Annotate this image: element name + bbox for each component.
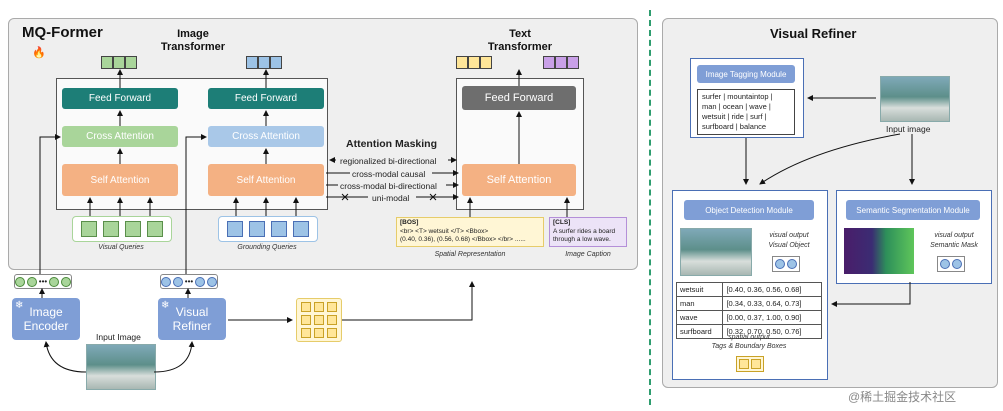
mq-former-title: MQ-Former: [22, 24, 103, 41]
visual-output-label-2: visual output: [934, 232, 974, 239]
masking-row-1: regionalized bi-directional: [340, 156, 437, 166]
image-caption-box: [CLS] A surfer rides a board through a l…: [549, 217, 627, 247]
blue-output-tokens: [246, 56, 282, 69]
masking-row-3: cross-modal bi-directional: [340, 181, 437, 191]
visual-refiner-title: Visual Refiner: [770, 26, 857, 41]
image-encoder-label: Image Encoder: [23, 305, 69, 333]
bbox-value: [0.32, 0.70, 0.50, 0.76]: [722, 324, 822, 339]
spatial-representation-box: [BOS] <br> <T> wetsuit </T> <Bbox> (0.40…: [396, 217, 544, 247]
tag-line-2: man | ocean | wave |: [702, 102, 771, 111]
self-attention-block-right: Self Attention: [208, 164, 324, 196]
bbox-table: wetsuit[0.40, 0.36, 0.56, 0.68] man[0.34…: [675, 282, 822, 339]
semantic-mask-tokens: [937, 256, 965, 272]
cls-line-1: [CLS]: [553, 219, 571, 226]
visual-queries-label: Visual Queries: [98, 244, 144, 251]
fire-icon: 🔥: [32, 47, 46, 59]
masking-row-4: uni-modal: [372, 193, 410, 203]
snowflake-icon: ❄: [15, 300, 24, 311]
divider-line: [649, 10, 651, 405]
feed-forward-block-right: Feed Forward: [208, 88, 324, 109]
watermark: @稀土掘金技术社区: [848, 390, 957, 404]
visual-refiner-label: Visual Refiner: [172, 305, 212, 333]
cls-line-2: A surfer rides a board: [553, 227, 616, 235]
green-output-tokens: [101, 56, 137, 69]
input-image-label: Input Image: [96, 332, 141, 342]
text-transformer-title: Text Transformer: [487, 28, 553, 53]
cross-attention-block-right: Cross Attention: [208, 126, 324, 147]
snowflake-icon: ❄: [161, 300, 170, 311]
spatial-line-3: (0.40, 0.36), (0.56, 0.68) </Bbox> </br>…: [400, 236, 526, 243]
masking-row-2: cross-modal causal: [352, 169, 426, 179]
feed-forward-block-text: Feed Forward: [462, 86, 576, 110]
visual-object-label: Visual Object: [768, 242, 810, 249]
segmentation-module-label: Semantic Segmentation Module: [846, 200, 980, 220]
refiner-input-image: [880, 76, 950, 122]
self-attention-block-left: Self Attention: [62, 164, 178, 196]
detection-image: [680, 228, 752, 276]
bbox-label: surfboard: [675, 324, 724, 339]
spatial-output-tokens: [736, 356, 764, 372]
tagging-module-label: Image Tagging Module: [697, 65, 795, 83]
tag-line-4: surfboard | balance: [702, 122, 767, 131]
semantic-mask-label: Semantic Mask: [930, 242, 978, 249]
semantic-mask-image: [844, 228, 914, 274]
table-row: surfboard[0.32, 0.70, 0.50, 0.76]: [675, 324, 822, 339]
spatial-representation-label: Spatial Representation: [434, 251, 506, 258]
image-transformer-title: Image Transformer: [160, 28, 226, 53]
yellow-token-grid: [296, 298, 342, 342]
cls-line-3: through a low wave.: [553, 236, 611, 243]
detection-module-label: Object Detection Module: [684, 200, 814, 220]
purple-output-tokens: [543, 56, 579, 69]
visual-refiner-box: ❄ Visual Refiner: [158, 298, 226, 340]
feed-forward-block-left: Feed Forward: [62, 88, 178, 109]
image-caption-label: Image Caption: [565, 251, 611, 258]
table-row: man[0.34, 0.33, 0.64, 0.73]: [675, 296, 822, 311]
spatial-line-1: [BOS]: [400, 219, 419, 226]
spatial-output-label: spatial output: [728, 334, 770, 341]
input-image-thumbnail: [86, 344, 156, 390]
self-attention-block-text: Self Attention: [462, 164, 576, 196]
visual-output-label-1: visual output: [769, 232, 809, 239]
tag-line-1: surfer | mountaintop |: [702, 92, 773, 101]
attention-masking-title: Attention Masking: [346, 138, 437, 150]
visual-queries-box: [72, 216, 172, 242]
grounding-queries-label: Grounding Queries: [237, 244, 297, 251]
spatial-line-2: <br> <T> wetsuit </T> <Bbox>: [400, 227, 489, 235]
tag-list: surfer | mountaintop | man | ocean | wav…: [697, 89, 795, 135]
tag-line-3: wetsuit | ride | surf |: [702, 112, 767, 121]
grounding-queries-box: [218, 216, 318, 242]
encoder-token-strip: •••: [14, 274, 72, 289]
cross-attention-block-left: Cross Attention: [62, 126, 178, 147]
image-encoder-box: ❄ Image Encoder: [12, 298, 80, 340]
yellow-output-tokens: [456, 56, 492, 69]
refiner-input-image-label: Input image: [886, 124, 931, 134]
tags-boundary-label: Tags & Boundary Boxes: [711, 343, 787, 350]
visual-object-tokens: [772, 256, 800, 272]
